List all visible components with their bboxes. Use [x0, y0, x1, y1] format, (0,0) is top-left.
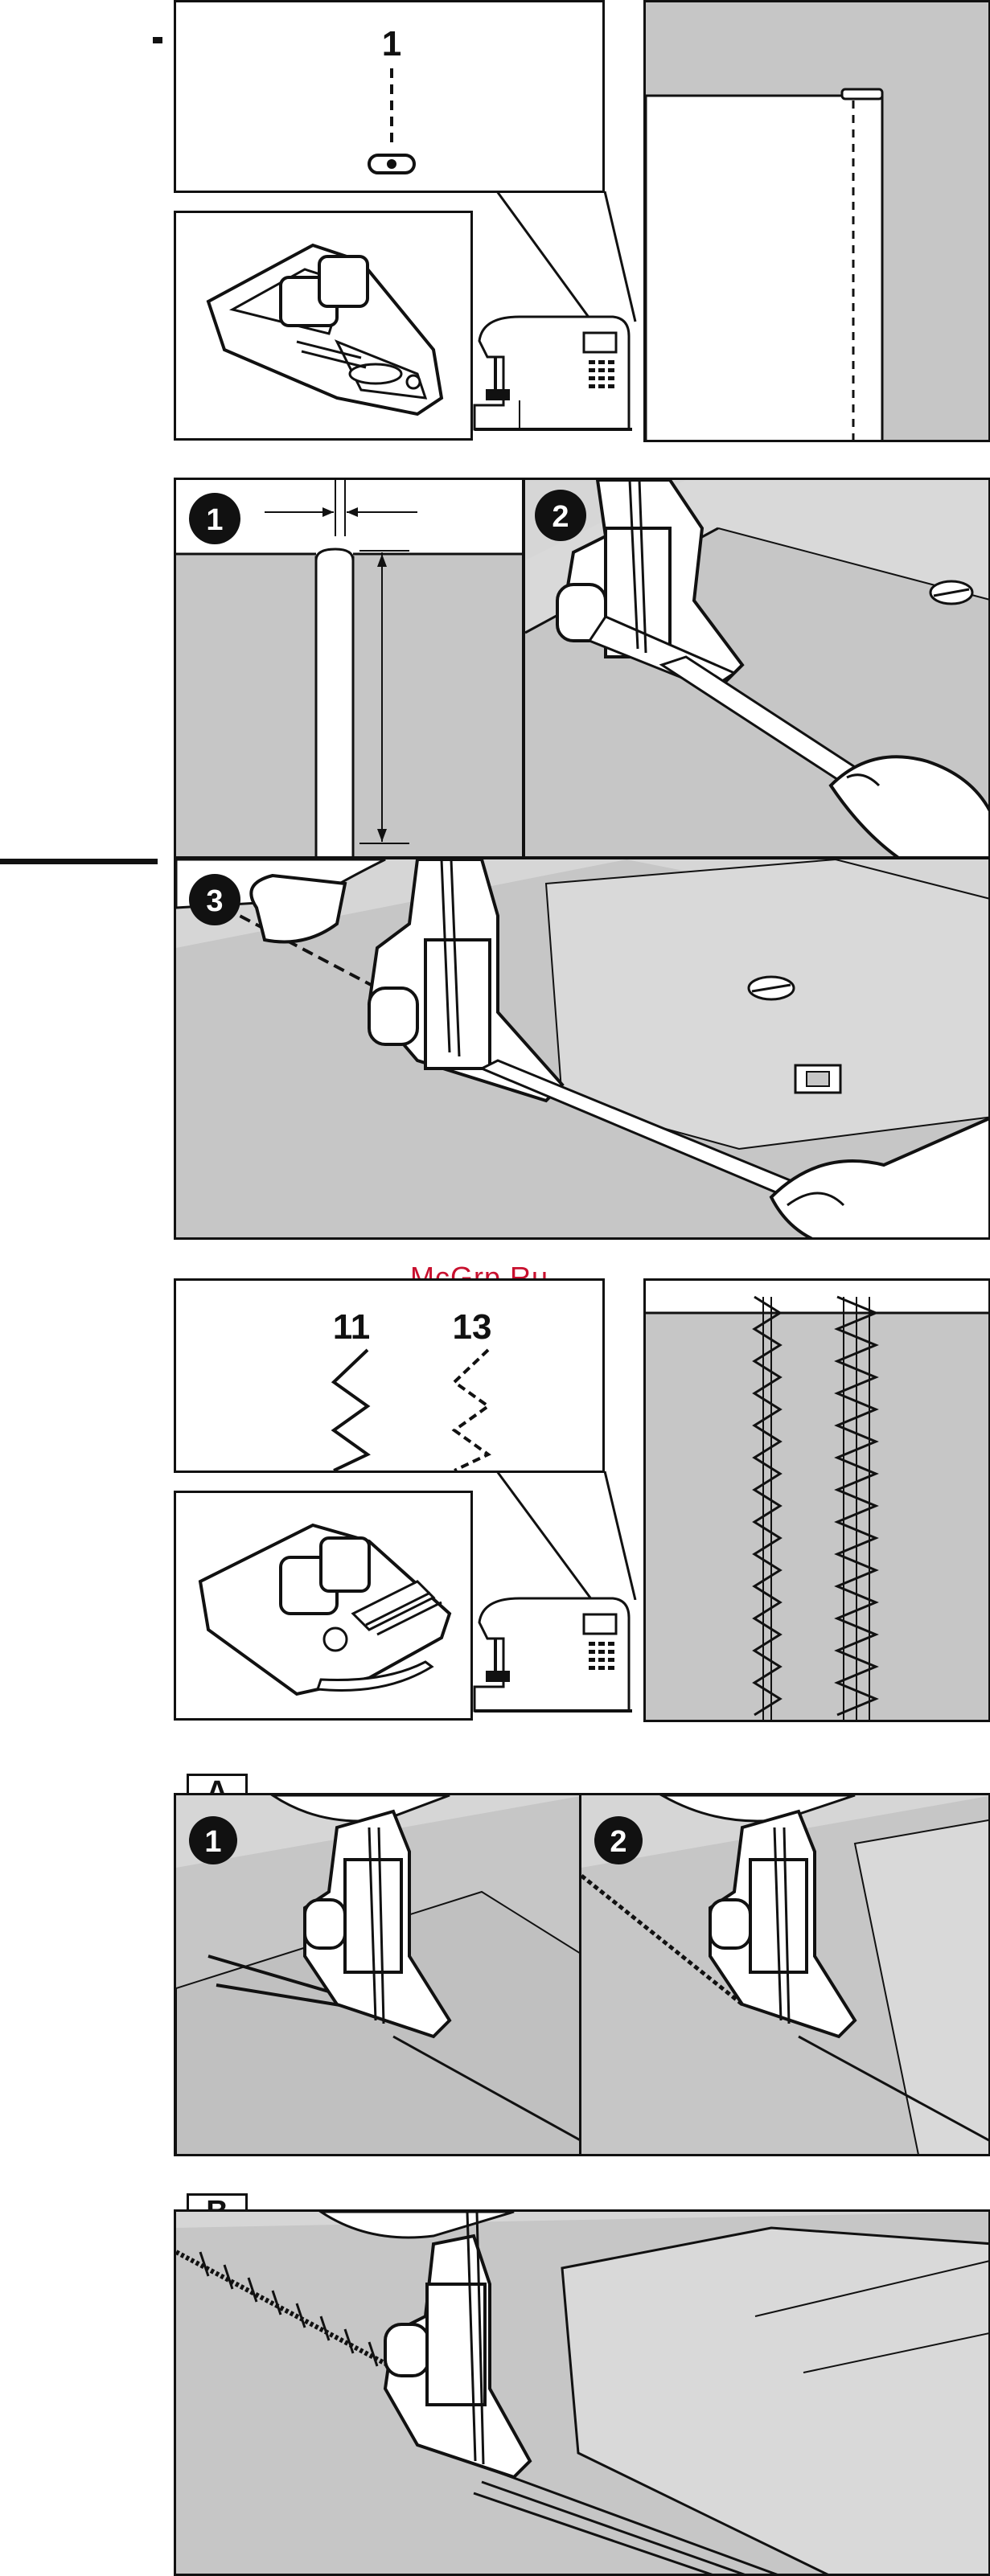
sewing-machine-illustration-2 [471, 1590, 634, 1722]
step-badge-2: 2 [552, 500, 569, 534]
section-a-step-2: 2 [579, 1793, 990, 2156]
section-a-step-1: 1 [174, 1793, 582, 2156]
sewing-machine-icon-2 [471, 1590, 634, 1722]
section-a-step-badge-1: 1 [204, 1825, 221, 1859]
step-badge-1: 1 [206, 503, 223, 537]
section-b-diagram [176, 2212, 990, 2576]
hem-stitching-diagram: 3 [176, 859, 990, 1240]
presser-foot-icon [176, 213, 473, 441]
overcast-foot-icon [176, 1493, 473, 1721]
fold-measure-diagram: 1 [176, 480, 524, 859]
sewing-machine-illustration-1 [471, 309, 634, 441]
zigzag-result-panel [643, 1278, 990, 1722]
section-b-panel [174, 2209, 990, 2576]
guide-foot-step-3: 3 [174, 857, 990, 1240]
zigzag-foot-panel [174, 1491, 473, 1721]
guide-foot-step-2: 2 [523, 478, 990, 859]
fabric-stitch-result-panel-1 [643, 0, 990, 442]
guide-foot-sewing-diagram: 2 [525, 480, 990, 859]
section-a-step-badge-2: 2 [610, 1825, 626, 1859]
step-badge-3: 3 [206, 884, 223, 918]
zigzag-fabric [646, 1281, 990, 1722]
straight-stitch-fabric [646, 2, 990, 442]
section-a-step-1-diagram: 1 [176, 1795, 582, 2156]
fabric-fold-step-1: 1 [174, 478, 524, 859]
margin-marker-bar [0, 859, 158, 864]
sewing-machine-icon [471, 309, 634, 441]
straight-foot-panel [174, 211, 473, 441]
section-a-step-2-diagram: 2 [581, 1795, 990, 2156]
